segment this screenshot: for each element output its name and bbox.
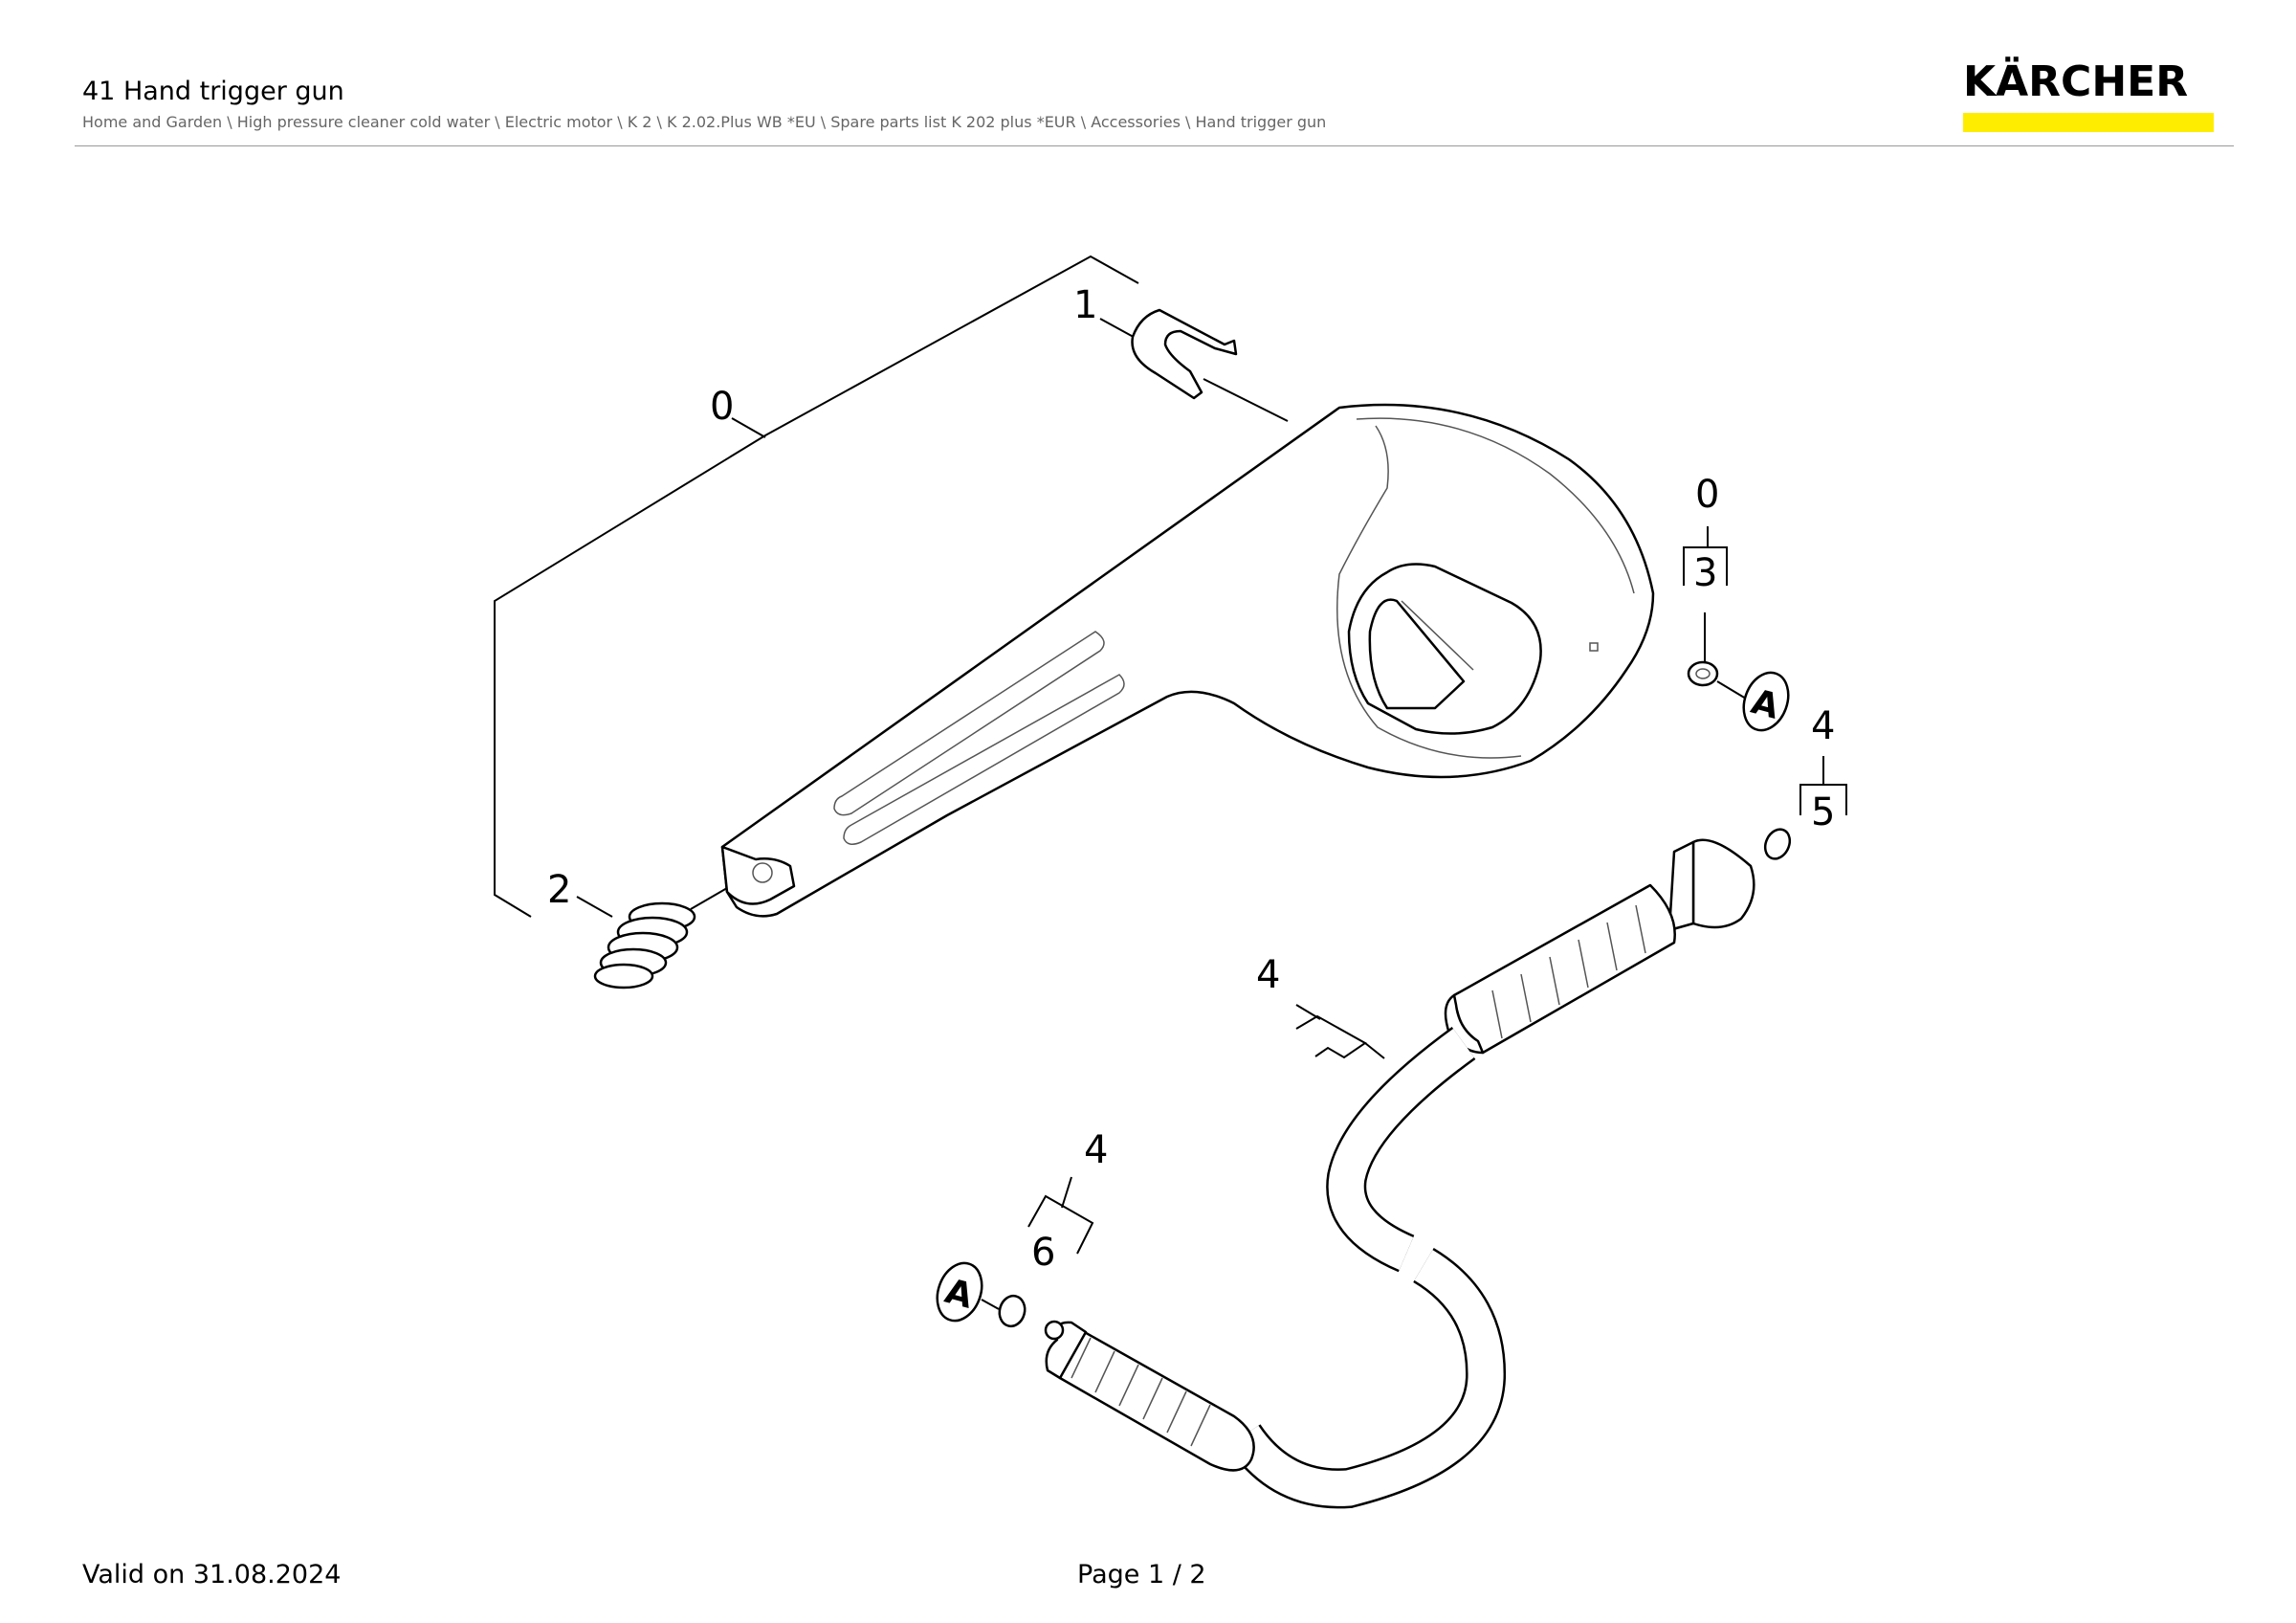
callout-4-top: 4 [1811,704,1835,748]
callout-1: 1 [1073,283,1097,327]
callout-0-gun: 0 [710,385,734,429]
spring-part [576,896,696,989]
callout-5: 5 [1811,790,1835,834]
header-divider [75,145,2234,146]
assembly-bracket [494,255,1139,918]
breadcrumb: Home and Garden \ High pressure cleaner … [82,113,1327,131]
page-title: 41 Hand trigger gun [82,77,344,106]
page-number: Page 1 / 2 [1077,1560,1206,1590]
logo-wordmark: KÄRCHER [1963,57,2189,106]
clip-part [1099,308,1289,422]
callout-3: 3 [1693,551,1717,595]
validity-date: Valid on 31.08.2024 [82,1560,342,1590]
brand-logo: KÄRCHER [1963,61,2216,132]
o-ring-6-part [936,1176,1094,1328]
callout-4-hose: 4 [1256,953,1280,997]
callout-2: 2 [547,868,571,912]
hose-part [1044,838,1755,1509]
callout-6: 6 [1031,1231,1055,1275]
o-ring-5-part [1763,756,1847,860]
logo-yellow-bar [1963,113,2214,132]
callout-0-kit: 0 [1695,473,1719,517]
callout-4-bottom: 4 [1084,1128,1108,1172]
gun-body-part [690,403,1655,918]
o-ring-3-part [1683,526,1790,732]
